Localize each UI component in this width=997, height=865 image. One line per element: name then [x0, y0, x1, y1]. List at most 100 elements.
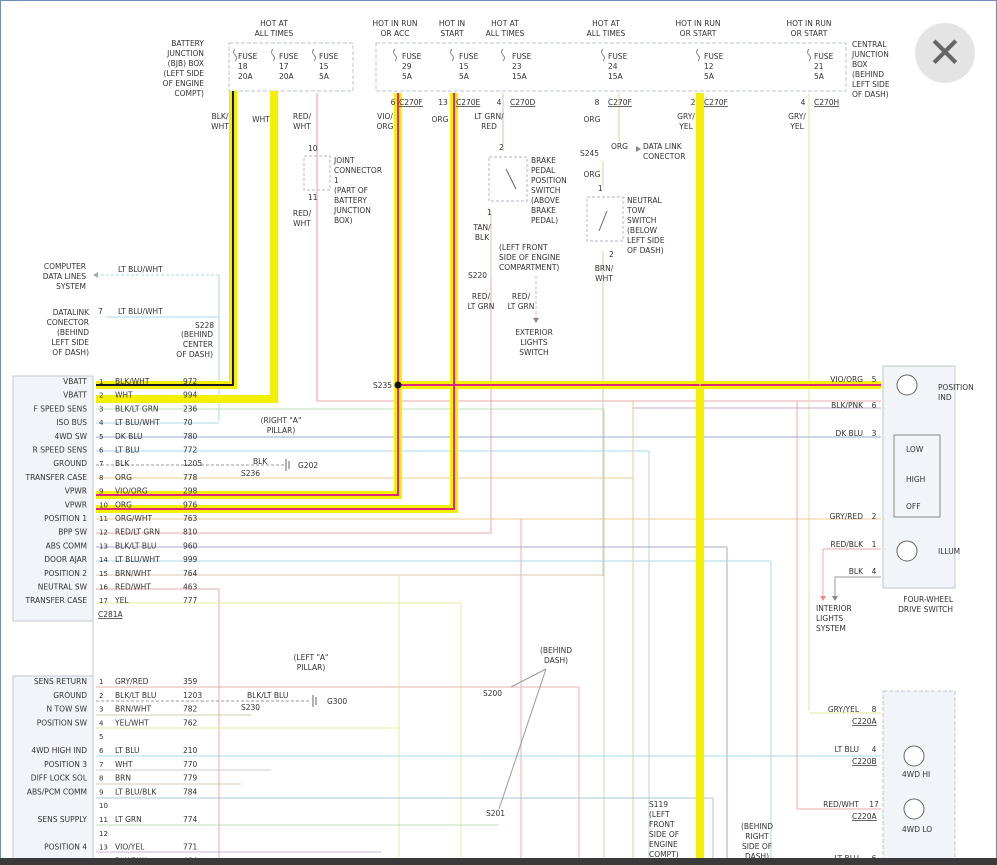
four-wheel-drive-switch-title: FOUR-WHEEL [903, 595, 954, 604]
gem-pin-label: R SPEED SENS [33, 446, 88, 455]
interior-lights-system-label: INTERIOR [816, 604, 852, 613]
gem2-pin-number: 4 [99, 719, 104, 727]
wire-label-w_blk_wht: BLK/ [212, 112, 229, 121]
joint-pin: 11 [308, 193, 318, 202]
gem-circuit-number: 777 [183, 596, 198, 605]
neutral-tow-switch-arm [598, 210, 608, 232]
gem-circuit-number: 960 [183, 541, 198, 550]
gem2-pin-number: 1 [99, 678, 103, 686]
switch-pin-number: 1 [872, 540, 877, 549]
position-ind-lamp [896, 374, 918, 396]
header-hot_all_1: HOT AT [260, 19, 288, 28]
gem-wire-color: BLK/WHT [115, 377, 150, 386]
neutral-tow-switch-label: (BELOW [627, 226, 658, 235]
neutral-tow-switch-label: SWITCH [627, 216, 656, 225]
gem2-circuit-number: 210 [183, 746, 198, 755]
joint-connector-label: BOX) [334, 216, 353, 225]
wire-org-vpwr [96, 93, 455, 510]
illum-lamp [896, 540, 918, 562]
gem2-circuit-number: 770 [183, 760, 198, 769]
wire-label-datalink: LT BLU/WHT [118, 307, 163, 316]
connector-id: C270F [399, 98, 423, 107]
gem-pin-number: 9 [99, 488, 103, 496]
gem-circuit-number: 298 [183, 487, 198, 496]
datalink-connector-left-label: CONECTOR [47, 318, 89, 327]
mode-low-label: LOW [906, 445, 924, 454]
fuse-amperage: 5A [459, 72, 470, 81]
gem-wire-color: LT BLU [115, 446, 140, 455]
fuse-name: FUSE [512, 52, 532, 61]
wire-label-w_ltgrn_red: RED [481, 122, 497, 131]
neutral-tow-switch-label: TOW [626, 206, 645, 215]
behind-right-dash-label: DASH) [745, 852, 769, 861]
lamp-wire-color: LT BLU [834, 745, 859, 754]
wire-label-w_red_ltgrn_2: LT GRN [508, 302, 535, 311]
gem-pin-number: 13 [99, 542, 108, 550]
brake-switch-label: (ABOVE [531, 196, 560, 205]
gem2-wire-color: BRN [115, 774, 131, 783]
mode-off-label: OFF [906, 502, 921, 511]
wire-label-w_gry_yel_1: YEL [678, 122, 693, 131]
switch-wire-color: RED/BLK [831, 540, 865, 549]
splice-s228-location: (BEHIND [181, 330, 213, 339]
exterior-lights-switch-label: EXTERIOR [515, 328, 553, 337]
data-link-connector-label: DATA LINK [643, 142, 683, 151]
wire-label-w_brn_wht: WHT [595, 274, 613, 283]
splice-s245-label: S245 [580, 149, 599, 158]
computer-data-lines-label: COMPUTER [44, 262, 86, 271]
lamp-wire-color: GRY/YEL [828, 705, 860, 714]
header-hot_all_3: HOT AT [592, 19, 620, 28]
gem-circuit-number: 772 [183, 446, 198, 455]
gem2-pin-label: ABS/PCM COMM [27, 787, 87, 796]
splice-s230-label: S230 [241, 703, 260, 712]
lamp-pin-number: 17 [869, 800, 879, 809]
cjb-label: CENTRAL [852, 40, 887, 49]
header-hot_start: START [440, 29, 464, 38]
4wd-hi-lamp [903, 745, 925, 767]
gem2-wire-color: LT BLU [115, 746, 140, 755]
header-hot_run_start_1: OR START [680, 29, 717, 38]
exterior-lights-switch-label: LIGHTS [520, 338, 547, 347]
switch-wire-color: DK BLU [835, 429, 863, 438]
joint-connector-label: CONNECTOR [334, 166, 382, 175]
arrow-interior-1 [820, 596, 826, 601]
close-button[interactable]: ✕ [915, 23, 975, 83]
gem2-wire-color: LT GRN [115, 815, 142, 824]
gem2-pin-label: SENS RETURN [34, 677, 87, 686]
right-a-pillar-label: (RIGHT "A" [261, 416, 302, 425]
wire-label-w_vio_org: ORG [377, 122, 394, 131]
gem-circuit-number: 70 [183, 418, 193, 427]
gem-wire-color: ORG/WHT [115, 514, 153, 523]
gem-pin-number: 17 [99, 597, 108, 605]
fuse-glyphs [233, 48, 811, 62]
gem-pin-label: TRANSFER CASE [24, 473, 87, 482]
wire-label-w_red_ltgrn_1: LT GRN [468, 302, 495, 311]
gem-wire-color: BLK/LT GRN [115, 404, 159, 413]
gem2-circuit-number: 771 [183, 843, 198, 852]
gem2-circuit-number: 359 [183, 677, 198, 686]
switch-pin-number: 6 [872, 401, 877, 410]
wire-label-w_ltgrn_red: LT GRN/ [474, 112, 504, 121]
gem2-circuit-number: 774 [183, 815, 198, 824]
gem2-pin-label: POSITION 4 [44, 843, 87, 852]
gem-circuit-number: 810 [183, 528, 198, 537]
fuse-name: FUSE [238, 52, 258, 61]
wire-leader-s201 [498, 668, 547, 810]
gem2-circuit-number: 779 [183, 774, 198, 783]
wire-label-w_red_ltgrn_2: RED/ [512, 292, 531, 301]
fuse-number: 24 [608, 62, 618, 71]
gem-wire-color: RED/WHT [115, 583, 151, 592]
wire-label-w_gry_yel_2: YEL [789, 122, 804, 131]
splice-s236-label: S236 [241, 469, 260, 478]
lamp-pin-number: 4 [872, 745, 877, 754]
fuse-number: 18 [238, 62, 248, 71]
wire-label-w_org_2: ORG [584, 115, 601, 124]
gem2-wire-color: BRN/WHT [115, 705, 152, 714]
gem-circuit-number: 994 [183, 391, 198, 400]
datalink-connector-left-label: (BEHIND [57, 328, 89, 337]
wire-label-w_wht: WHT [252, 115, 270, 124]
gem-pin-number: 16 [99, 584, 108, 592]
gem-pin-label: ISO BUS [56, 418, 87, 427]
gem-panel-1 [12, 375, 94, 622]
gem2-wire-color: BLK/LT BLU [115, 691, 156, 700]
